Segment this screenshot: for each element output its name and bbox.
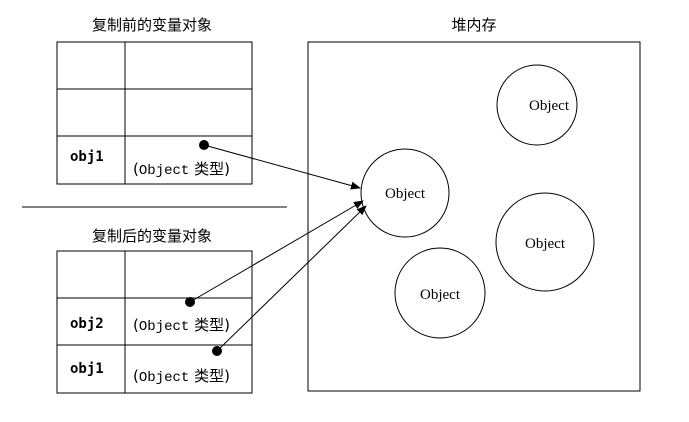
- bottom-table-row-obj1-value: (Object 类型): [133, 367, 230, 386]
- heap-title: 堆内存: [451, 16, 496, 34]
- heap-object-4: Object: [394, 247, 486, 339]
- top-table-title: 复制前的变量对象: [92, 16, 212, 34]
- heap-box: [307, 41, 641, 392]
- svg-text:Object: Object: [420, 287, 461, 303]
- arrow-top-obj1: [203, 144, 361, 190]
- svg-text:Object: Object: [385, 186, 426, 202]
- heap-object-1: Object: [360, 148, 450, 238]
- arrow-bottom-obj1: [216, 205, 367, 352]
- heap-object-2: Object: [496, 64, 578, 146]
- heap-object-3: Object: [495, 192, 595, 292]
- bottom-table-title: 复制后的变量对象: [92, 227, 212, 245]
- top-obj1-suffix: 类型: [194, 160, 224, 178]
- bottom-table-row-obj2-name: obj2: [70, 316, 104, 332]
- top-table-row-obj1-value: (Object 类型): [133, 160, 230, 179]
- svg-text:Object: Object: [525, 236, 566, 252]
- top-table-row-obj1-name: obj1: [70, 149, 104, 165]
- top-obj1-type: Object: [139, 163, 189, 179]
- top-table: [56, 41, 253, 185]
- svg-text:Object: Object: [529, 98, 570, 114]
- bottom-table-row-obj1-name: obj1: [70, 361, 104, 377]
- bottom-table: [56, 250, 253, 394]
- bottom-table-row-obj2-value: (Object 类型): [133, 316, 230, 335]
- arrow-bottom-obj2: [189, 200, 364, 303]
